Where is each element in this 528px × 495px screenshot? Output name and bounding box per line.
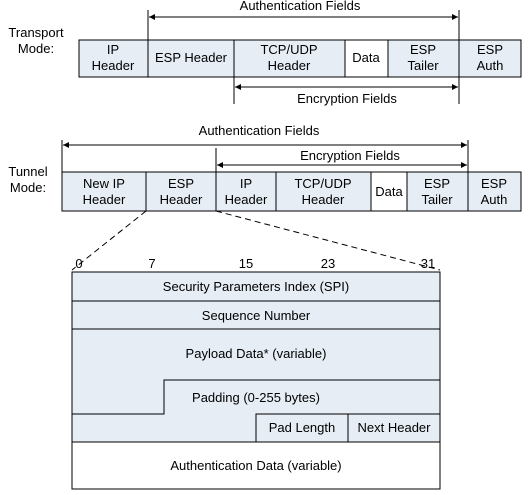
pad-length-field — [255, 413, 349, 443]
transport-tcp-udp-l1: TCP/UDP — [260, 42, 317, 57]
transport-esp-auth-l2: Auth — [477, 58, 504, 73]
transport-enc-label: Encryption Fields — [297, 91, 397, 106]
transport-esp-tailer-l1: ESP — [410, 42, 436, 57]
authentication-data-field — [71, 441, 441, 490]
transport-data-label: Data — [352, 50, 380, 65]
zoom-right-dashed-line — [215, 210, 441, 271]
spi-field — [71, 271, 441, 302]
tunnel-data-label: Data — [375, 184, 403, 199]
bit-tick-31: 31 — [421, 256, 435, 271]
transport-esp-auth-l1: ESP — [477, 42, 503, 57]
transport-data-cell — [344, 39, 389, 78]
payload-data-label: Payload Data* (variable) — [186, 346, 327, 361]
tunnel-enc-label: Encryption Fields — [300, 148, 400, 163]
transport-ip-header-l1: IP — [107, 42, 119, 57]
pad-length-label: Pad Length — [269, 420, 336, 435]
authentication-data-label: Authentication Data (variable) — [170, 458, 341, 473]
transport-mode-label-line2: Mode: — [18, 41, 54, 56]
next-header-label: Next Header — [358, 420, 432, 435]
tunnel-esp-auth-cell — [467, 171, 522, 212]
tunnel-tcp-udp-header-cell — [275, 171, 372, 212]
tunnel-new-ip-l2: Header — [83, 192, 126, 207]
tunnel-ip-header-l1: IP — [240, 176, 252, 191]
tunnel-data-cell — [370, 171, 408, 212]
zoom-left-dashed-line — [71, 210, 147, 271]
tunnel-esp-auth-l2: Auth — [481, 192, 508, 207]
bit-tick-7: 7 — [148, 256, 155, 271]
transport-esp-tailer-cell — [387, 39, 460, 78]
transport-esp-header-label: ESP Header — [155, 50, 228, 65]
transport-esp-tailer-l2: Tailer — [407, 58, 439, 73]
tunnel-mode-label-line1: Tunnel — [8, 164, 47, 179]
tunnel-auth-label: Authentication Fields — [199, 123, 320, 138]
tunnel-esp-auth-l1: ESP — [481, 176, 507, 191]
next-header-field — [347, 413, 441, 443]
tunnel-mode-section: Tunnel Mode: Authentication Fields Encry… — [8, 123, 522, 212]
transport-ip-header-l2: Header — [92, 58, 135, 73]
transport-tcp-udp-l2: Header — [268, 58, 311, 73]
transport-auth-label: Authentication Fields — [240, 0, 361, 13]
transport-ip-header-cell — [78, 39, 149, 78]
bit-tick-0: 0 — [75, 256, 82, 271]
tunnel-mode-label-line2: Mode: — [10, 180, 46, 195]
tunnel-esp-tailer-cell — [406, 171, 469, 212]
tunnel-esp-header-l1: ESP — [168, 176, 194, 191]
transport-tcp-udp-header-cell — [233, 39, 346, 78]
tunnel-esp-tailer-l2: Tailer — [421, 192, 453, 207]
transport-mode-label-line1: Transport — [8, 25, 64, 40]
tunnel-esp-header-l2: Header — [160, 192, 203, 207]
bit-tick-15: 15 — [239, 256, 253, 271]
padding-label: Padding (0-255 bytes) — [192, 390, 320, 405]
tunnel-ip-header-l2: Header — [225, 192, 268, 207]
sequence-number-field — [71, 300, 441, 330]
spi-label: Security Parameters Index (SPI) — [163, 279, 349, 294]
tunnel-tcp-udp-l2: Header — [302, 192, 345, 207]
esp-format-section: 0 7 15 23 31 Security Parameters Index (… — [71, 256, 441, 490]
bit-tick-23: 23 — [321, 256, 335, 271]
sequence-number-label: Sequence Number — [202, 308, 311, 323]
tunnel-tcp-udp-l1: TCP/UDP — [294, 176, 351, 191]
tunnel-new-ip-l1: New IP — [83, 176, 125, 191]
tunnel-new-ip-header-cell — [61, 171, 147, 212]
tunnel-ip-header-cell — [215, 171, 277, 212]
transport-esp-header-cell — [147, 39, 235, 78]
transport-esp-auth-cell — [458, 39, 522, 78]
tunnel-esp-tailer-l1: ESP — [424, 176, 450, 191]
transport-mode-section: Transport Mode: Authentication Fields IP… — [8, 0, 522, 106]
